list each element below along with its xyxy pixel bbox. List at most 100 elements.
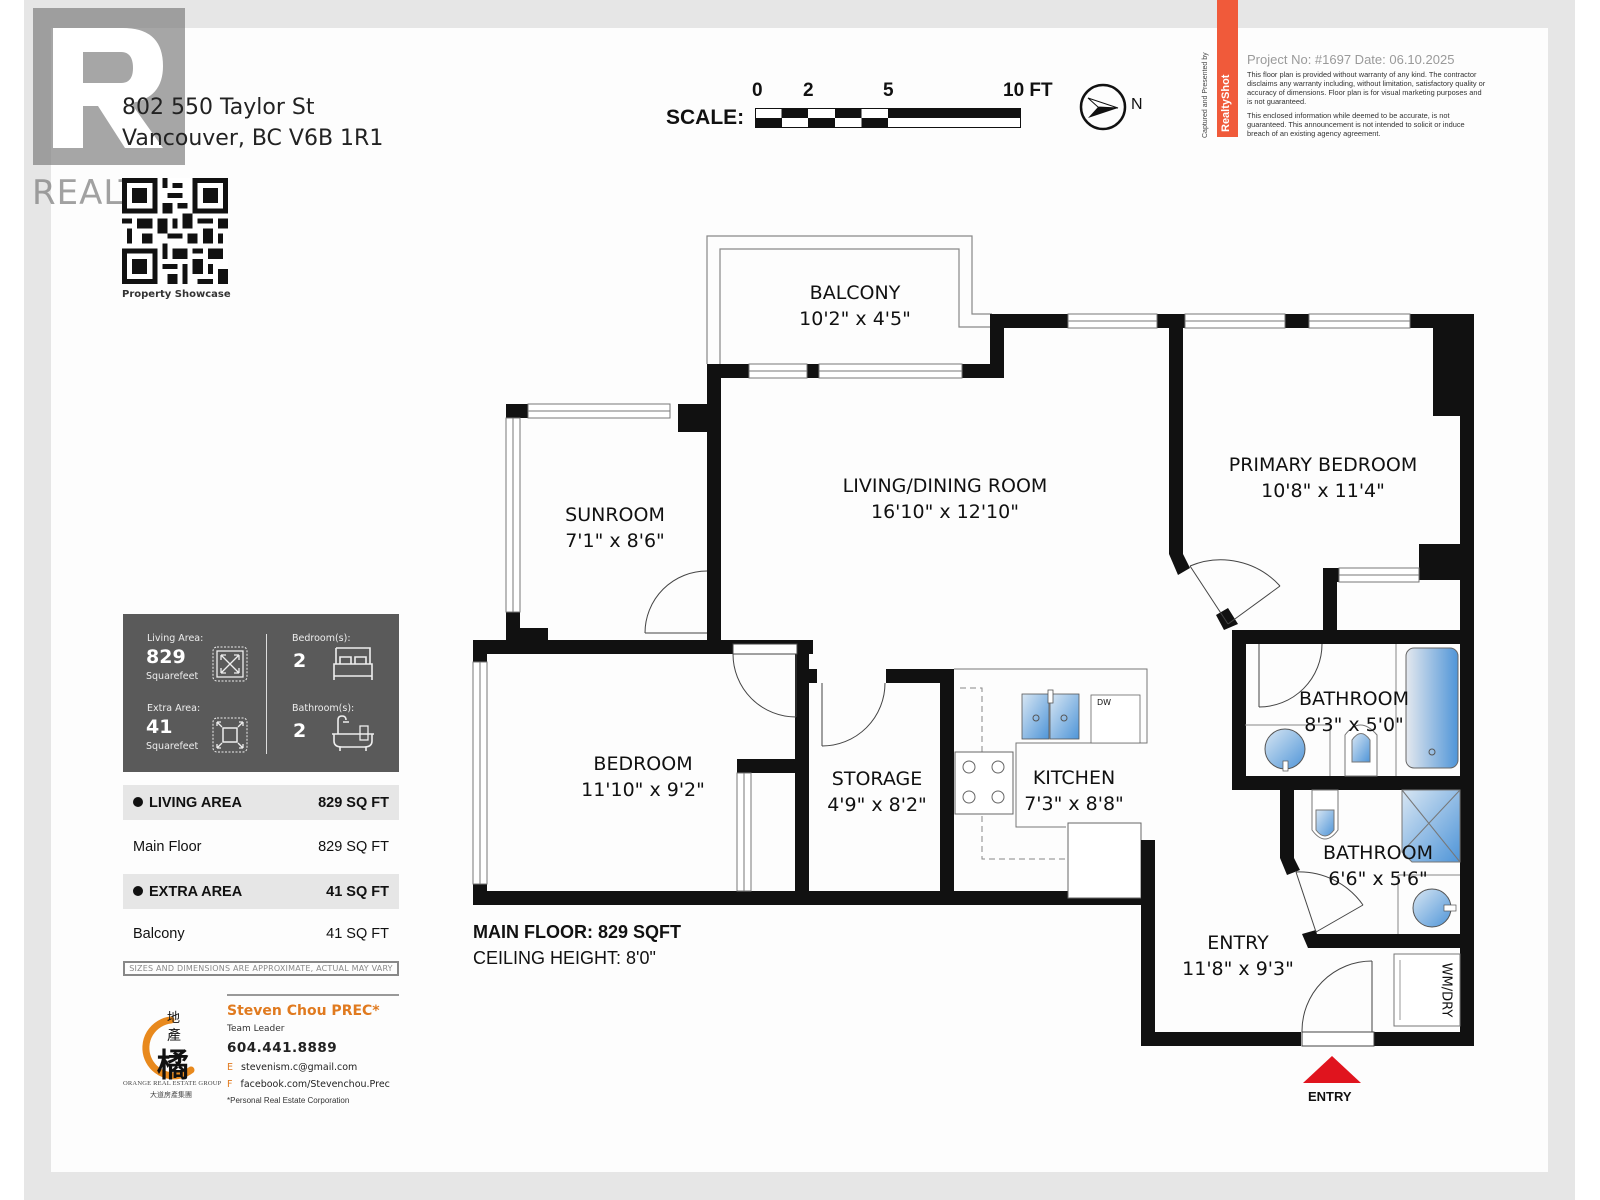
room-dims: 6'6" x 5'6" xyxy=(1328,868,1428,890)
room-name: BALCONY xyxy=(809,282,901,304)
scale-bar xyxy=(755,108,1021,128)
floor-plan-sheet xyxy=(51,28,1548,1172)
room-dims: 11'10" x 9'2" xyxy=(581,779,705,801)
extra-area-label: Extra Area: xyxy=(147,703,201,714)
room-bedroom: BEDROOM 11'10" x 9'2" xyxy=(581,751,705,803)
disclaimer: This floor plan is provided without warr… xyxy=(1247,70,1487,138)
bullet-icon xyxy=(133,797,143,807)
room-name: STORAGE xyxy=(831,768,923,790)
stats-divider xyxy=(266,634,267,754)
living-area-value: 829 xyxy=(146,646,186,668)
project-info: Project No: #1697 Date: 06.10.2025 xyxy=(1247,52,1455,67)
room-dims: 7'3" x 8'8" xyxy=(1024,793,1124,815)
realtor-r-icon xyxy=(33,8,185,165)
room-bathroom-2: BATHROOM 6'6" x 5'6" xyxy=(1323,840,1433,892)
room-name: PRIMARY BEDROOM xyxy=(1228,454,1418,476)
room-dims: 4'9" x 8'2" xyxy=(827,794,927,816)
room-name: BATHROOM xyxy=(1323,842,1433,864)
door-swings xyxy=(644,559,1375,1047)
svg-text:地: 地 xyxy=(167,1011,180,1026)
dishwasher-label: DW xyxy=(1097,698,1112,707)
room-storage: STORAGE 4'9" x 8'2" xyxy=(827,766,927,818)
stove-icon xyxy=(954,751,1014,815)
sink-left-icon xyxy=(1021,693,1050,740)
scale-tick-0: 0 xyxy=(752,80,763,101)
agent-email-value[interactable]: stevenism.c@gmail.com xyxy=(241,1062,358,1073)
room-dims: 10'2" x 4'5" xyxy=(799,308,911,330)
main-floor-label: Main Floor xyxy=(133,839,202,855)
bathroom-2-fixtures xyxy=(1311,789,1461,1027)
room-name: BEDROOM xyxy=(593,753,693,775)
expand-area-icon xyxy=(212,646,248,682)
living-area-header-label: LIVING AREA xyxy=(149,795,242,811)
entry-arrow-icon xyxy=(1303,1056,1361,1083)
disclaimer-agency: This enclosed information while deemed t… xyxy=(1247,111,1465,138)
brokerage-name-chinese: 大道房產集團 xyxy=(150,1092,192,1099)
walls xyxy=(473,314,1474,1046)
compass-icon xyxy=(1079,83,1127,131)
dishwasher-icon xyxy=(1090,694,1141,744)
bathroom-1-fixtures xyxy=(1245,644,1459,777)
qr-code-icon[interactable] xyxy=(122,178,228,284)
facebook-key: F xyxy=(227,1079,233,1090)
disclaimer-warranty: This floor plan is provided without warr… xyxy=(1247,70,1486,106)
address-line-2: Vancouver, BC V6B 1R1 xyxy=(122,126,384,151)
property-stats-panel: Living Area: 829 Squarefeet Extra Area: … xyxy=(123,614,399,772)
room-sunroom: SUNROOM 7'1" x 8'6" xyxy=(565,502,665,554)
agent-divider xyxy=(227,994,399,996)
bed-icon xyxy=(333,647,373,680)
living-area-unit: Squarefeet xyxy=(146,671,199,682)
email-key: E xyxy=(227,1062,234,1073)
scale-label: SCALE: xyxy=(666,106,745,129)
realtor-r-glyph xyxy=(53,28,163,148)
balcony-outline xyxy=(706,235,992,364)
extra-area-header-value: 41 SQ FT xyxy=(326,884,389,900)
extra-area-unit: Squarefeet xyxy=(146,741,199,752)
entry-marker-label: ENTRY xyxy=(1308,1089,1352,1104)
windows xyxy=(472,313,1420,892)
room-name: ENTRY xyxy=(1207,932,1269,954)
scale-tick-10: 10 FT xyxy=(1003,80,1053,101)
agent-name: Steven Chou PREC* xyxy=(227,1003,380,1019)
realtyshot-brand-stripe xyxy=(1217,0,1238,137)
room-dims: 7'1" x 8'6" xyxy=(565,530,665,552)
orange-real-estate-logo: 地 產 橘 xyxy=(142,1011,195,1084)
extra-area-header-label: EXTRA AREA xyxy=(149,884,243,900)
balcony-row: Balcony 41 SQ FT xyxy=(123,916,399,951)
balcony-value: 41 SQ FT xyxy=(326,926,389,942)
extra-area-icon xyxy=(212,717,248,753)
agent-title: Team Leader xyxy=(227,1024,285,1034)
approximate-dimensions-note: SIZES AND DIMENSIONS ARE APPROXIMATE, AC… xyxy=(123,961,399,976)
room-name: LIVING/DINING ROOM xyxy=(842,475,1048,497)
scale-tick-2: 2 xyxy=(803,80,814,101)
extra-area-value: 41 xyxy=(146,716,173,738)
living-area-header-row: LIVING AREA 829 SQ FT xyxy=(123,785,399,820)
main-floor-value: 829 SQ FT xyxy=(318,839,389,855)
agent-phone[interactable]: 604.441.8889 xyxy=(227,1040,338,1056)
bathrooms-label: Bathroom(s): xyxy=(292,703,355,714)
property-address: 802 550 Taylor St Vancouver, BC V6B 1R1 xyxy=(122,92,383,154)
living-area-header-value: 829 SQ FT xyxy=(318,795,389,811)
agent-facebook-value[interactable]: facebook.com/Stevenchou.Prec xyxy=(240,1079,390,1090)
scale-tick-5: 5 xyxy=(883,80,894,101)
room-name: BATHROOM xyxy=(1299,688,1409,710)
main-floor-row: Main Floor 829 SQ FT xyxy=(123,829,399,864)
svg-text:產: 產 xyxy=(167,1027,181,1044)
bedrooms-label: Bedroom(s): xyxy=(292,633,351,644)
room-balcony: BALCONY 10'2" x 4'5" xyxy=(799,280,911,332)
bedrooms-value: 2 xyxy=(293,650,307,672)
living-area-label: Living Area: xyxy=(147,633,204,644)
room-dims: 16'10" x 12'10" xyxy=(871,501,1019,523)
room-living-dining: LIVING/DINING ROOM 16'10" x 12'10" xyxy=(843,473,1048,525)
room-name: SUNROOM xyxy=(565,504,665,526)
laundry-label: WM/DRY xyxy=(1438,962,1454,1018)
bullet-icon xyxy=(133,886,143,896)
bathrooms-value: 2 xyxy=(293,720,307,742)
fridge-icon xyxy=(1067,822,1142,899)
